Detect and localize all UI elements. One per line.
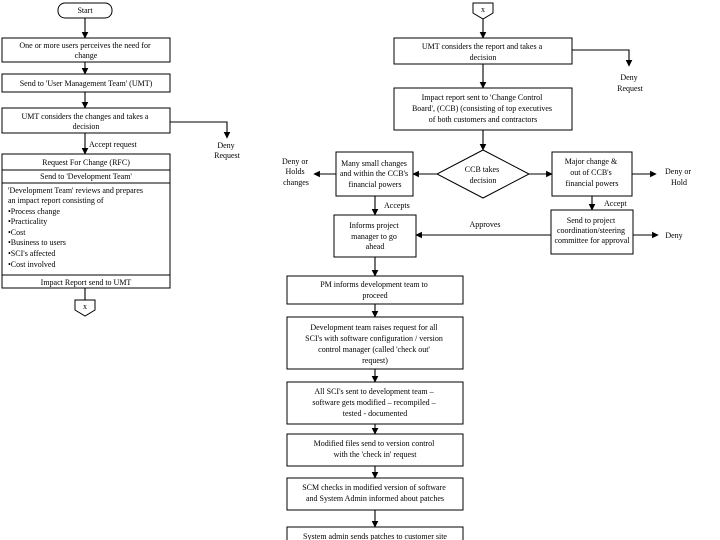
perceive-need-box <box>1 37 171 63</box>
approves-label: Approves <box>469 220 500 229</box>
arrow-deny <box>572 49 633 67</box>
ccb-decision-text: CCB takes decision <box>465 165 501 185</box>
pm-inform-text: PM informs development team to proceed <box>320 280 430 300</box>
sysadmin-text: System admin sends patches to customer s… <box>303 532 447 540</box>
connector-x-right-label: x <box>481 5 485 14</box>
umt-report-text: UMT considers the report and takes a dec… <box>422 42 544 62</box>
connector-x-right <box>472 2 494 20</box>
send-umt-box <box>1 73 171 93</box>
deny-hold-left: Deny or Holds changes <box>282 157 310 187</box>
impact-ccb-text: Impact report sent to 'Change Control Bo… <box>412 93 554 124</box>
pm-inform-box <box>286 275 464 305</box>
inform-pm-text: Informs project manager to go ahead <box>349 221 401 251</box>
ccb-decision-diamond <box>435 149 531 199</box>
accepts-label: Accepts <box>384 201 410 210</box>
send-umt-text: Send to 'User Management Team' (UMT) <box>20 79 153 88</box>
umt-consider-box <box>1 107 171 134</box>
dev-raise-text: Development team raises request for all … <box>305 323 445 365</box>
sysadmin-box <box>286 526 464 540</box>
deny-request-right: Deny Request <box>617 73 644 93</box>
send-project-text: Send to project coordination/steering co… <box>554 216 630 245</box>
connector-x-left <box>74 299 96 317</box>
deny-hold-right: Deny or Hold <box>665 167 693 187</box>
scm-checks-text: SCM checks in modified version of softwa… <box>302 483 448 503</box>
all-sci-text: All SCI's sent to development team – sof… <box>312 387 437 418</box>
scm-checks-box <box>286 477 464 511</box>
umt-consider-text: UMT considers the changes and takes a de… <box>22 112 151 131</box>
rfc-box <box>1 153 171 289</box>
arrow-deny <box>170 121 231 139</box>
major-change-text: Major change & out of CCB's financial po… <box>565 157 619 188</box>
accept-request-label: Accept request <box>89 140 138 149</box>
send-dev-text: Send to 'Development Team' <box>40 172 132 181</box>
rfc-title: Request For Change (RFC) <box>42 158 130 167</box>
many-small-box <box>335 151 414 197</box>
perceive-need-text: One or more users perceives the need for… <box>19 41 152 60</box>
modified-files-text: Modified files send to version control w… <box>314 439 437 459</box>
all-sci-box <box>286 381 464 425</box>
dev-raise-box <box>286 316 464 370</box>
modified-files-box <box>286 433 464 467</box>
start-label: Start <box>77 6 93 15</box>
impact-ccb-box <box>393 87 573 131</box>
accept-label: Accept <box>604 199 627 208</box>
deny-request-left: Deny Request <box>214 141 241 160</box>
umt-report-box <box>393 37 573 65</box>
impact-sent-text: Impact Report send to UMT <box>41 278 132 287</box>
many-small-text: Many small changes and within the CCB's … <box>340 159 410 189</box>
deny-label: Deny <box>665 231 682 240</box>
connector-x-left-label: x <box>83 302 87 311</box>
dev-review-text: 'Development Team' reviews and prepares … <box>8 186 145 269</box>
send-project-box <box>550 209 634 255</box>
